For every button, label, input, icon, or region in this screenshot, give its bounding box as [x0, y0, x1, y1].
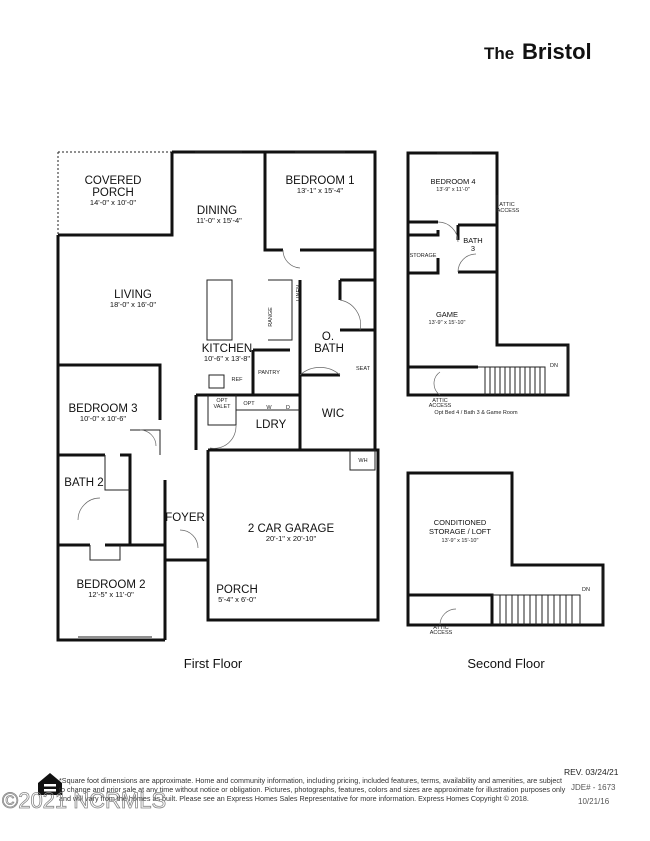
room-dining-name: DINING: [197, 205, 237, 217]
room-bedroom4-dim: 13'-9" x 11'-0": [436, 187, 469, 193]
room-loft-name-2: STORAGE / LOFT: [429, 527, 491, 536]
disclaimer-line-1: *Square foot dimensions are approximate.…: [59, 776, 562, 785]
jde-number: JDE# - 1673: [571, 783, 616, 792]
revision-date: REV. 03/24/21: [564, 767, 619, 777]
room-bedroom3-name: BEDROOM 3: [68, 403, 137, 415]
label-linen: LINEN: [296, 285, 302, 301]
equal-housing-icon: [38, 773, 62, 795]
room-loft-name: CONDITIONED: [434, 518, 487, 527]
label-washer: W: [266, 405, 272, 411]
label-range: RANGE: [268, 307, 274, 327]
room-covered-porch-name-2: PORCH: [92, 187, 134, 199]
label-attic-access-lower: ATTIC: [432, 398, 448, 404]
label-attic-access-loft: ATTIC: [433, 625, 449, 631]
plan-title-prefix: The: [484, 44, 514, 63]
option-plan-caption: Opt Bed 4 / Bath 3 & Game Room: [434, 410, 518, 416]
second-floor-label: Second Floor: [467, 656, 545, 671]
label-opt-valet: OPT: [216, 398, 228, 404]
label-stairs-down: DN: [550, 363, 558, 369]
room-loft-dim: 13'-9" x 15'-10": [442, 538, 479, 544]
label-opt: OPT: [243, 401, 255, 407]
room-game-dim: 13'-9" x 15'-10": [429, 320, 466, 326]
label-attic-access: ATTIC: [499, 202, 515, 208]
room-living-name: LIVING: [114, 289, 152, 301]
label-attic-access-loft-2: ACCESS: [430, 630, 453, 636]
room-living-dim: 18'-0" x 16'-0": [110, 300, 156, 309]
room-covered-porch-name: COVERED: [85, 175, 142, 187]
room-bath3-name: BATH: [463, 236, 482, 245]
label-attic-access-lower-2: ACCESS: [429, 403, 452, 409]
second-floor-base-plan: [406, 471, 605, 627]
room-bedroom2-dim: 12'-5" x 11'-0": [88, 590, 134, 599]
disclaimer-line-3: and will vary from the homes as built. P…: [59, 794, 529, 803]
label-water-heater: WH: [358, 458, 367, 464]
label-seat: SEAT: [356, 366, 371, 372]
plan-title: Bristol: [522, 39, 592, 64]
room-dining-dim: 11'-0" x 15'-4": [196, 216, 242, 225]
room-foyer-name: FOYER: [165, 512, 205, 524]
room-garage-name: 2 CAR GARAGE: [248, 523, 335, 535]
room-bedroom1-name: BEDROOM 1: [285, 175, 354, 187]
room-obath-name: O.: [322, 331, 334, 343]
watermark: ©2021 NCRMLS: [2, 788, 166, 813]
first-floor-label: First Floor: [184, 656, 243, 671]
plan-date: 10/21/16: [578, 797, 610, 806]
room-bedroom1-dim: 13'-1" x 15'-4": [297, 186, 343, 195]
label-stairs-down-loft: DN: [582, 587, 590, 593]
label-attic-access-2: ACCESS: [497, 208, 520, 214]
room-bedroom4-name: BEDROOM 4: [430, 177, 475, 186]
room-kitchen-dim: 10'-6" x 13'-8": [204, 354, 250, 363]
room-bath2-name: BATH 2: [64, 477, 103, 489]
room-garage-dim: 20'-1" x 20'-10": [266, 534, 317, 543]
first-floor-walls: [56, 150, 380, 642]
room-wic-name: WIC: [322, 408, 344, 420]
label-ref: REF: [232, 377, 244, 383]
room-covered-porch-dim: 14'-0" x 10'-0": [90, 198, 136, 207]
room-porch-name: PORCH: [216, 584, 258, 596]
room-ldry-name: LDRY: [256, 419, 287, 431]
room-bedroom2-name: BEDROOM 2: [76, 579, 145, 591]
label-opt-valet-2: VALET: [213, 404, 231, 410]
disclaimer-line-2: to change and prior sale at any time wit…: [59, 785, 566, 794]
room-kitchen-name: KITCHEN: [202, 343, 252, 355]
room-game-name: GAME: [436, 310, 458, 319]
room-porch-dim: 5'-4" x 6'-0": [218, 595, 256, 604]
room-obath-name-2: BATH: [314, 343, 344, 355]
label-dryer: D: [286, 405, 290, 411]
room-bedroom3-dim: 10'-0" x 10'-6": [80, 414, 126, 423]
second-floor-option-plan: [406, 151, 570, 397]
room-bath3-name-2: 3: [471, 244, 475, 253]
label-pantry: PANTRY: [258, 370, 280, 376]
first-floor-labels: COVERED PORCH 14'-0" x 10'-0" DINING 11'…: [64, 175, 370, 604]
label-storage: STORAGE: [410, 253, 437, 259]
